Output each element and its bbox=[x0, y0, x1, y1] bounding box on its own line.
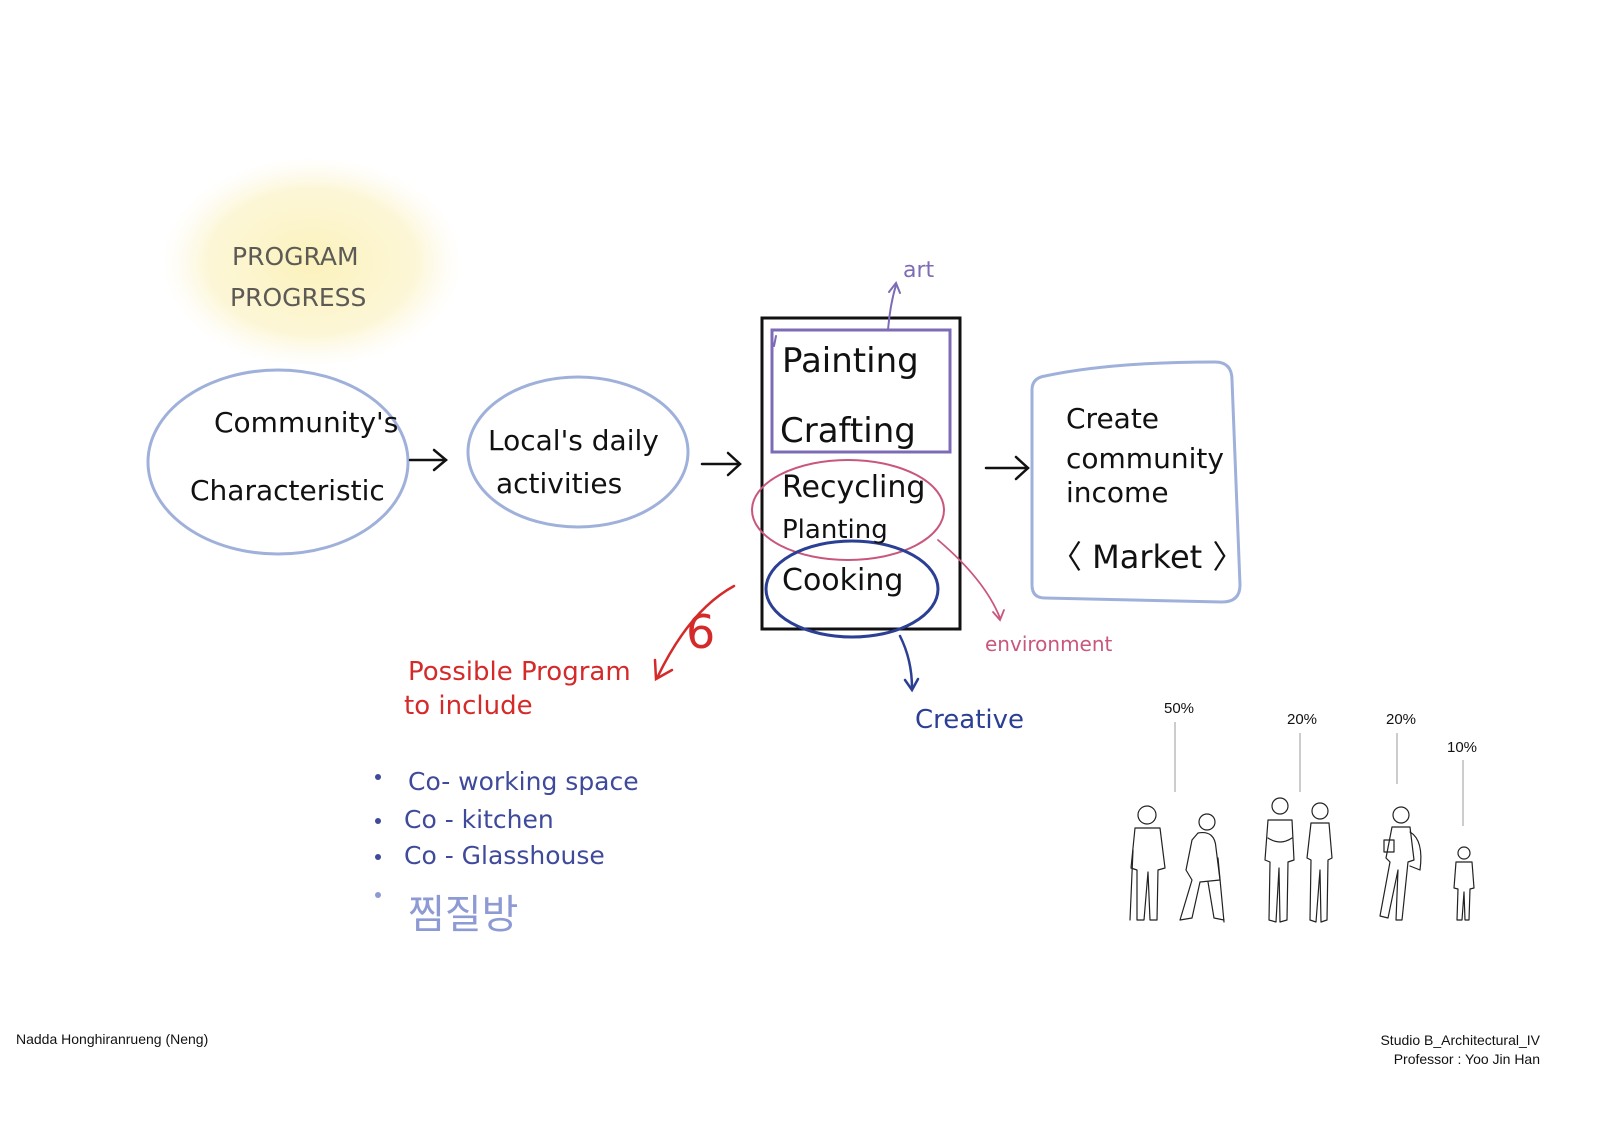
step2-line2: activities bbox=[496, 467, 622, 500]
bullet bbox=[375, 854, 381, 860]
step4-line1: Create bbox=[1066, 402, 1159, 435]
environment-label: environment bbox=[985, 632, 1113, 656]
step2-line1: Local's daily bbox=[488, 424, 659, 457]
percent-20-a: 20% bbox=[1287, 711, 1317, 728]
percent-20-b: 20% bbox=[1386, 711, 1416, 728]
local-daily-activities-ellipse bbox=[466, 375, 690, 529]
step1-line1: Community's bbox=[214, 406, 398, 439]
footer-professor: Professor : Yoo Jin Han bbox=[1393, 1051, 1540, 1067]
title-highlight bbox=[162, 157, 462, 367]
adult-woman-figure bbox=[1306, 802, 1333, 923]
demographics: 50% 20% 20% 10% bbox=[1164, 700, 1477, 756]
step4-line3: income bbox=[1066, 476, 1169, 509]
activity-painting: Painting bbox=[782, 341, 919, 381]
creative-arrow bbox=[898, 634, 920, 693]
possible-heading-line2: to include bbox=[404, 691, 533, 721]
activities-box bbox=[760, 316, 962, 631]
possible-program-list: Co- working space Co - kitchen Co - Glas… bbox=[375, 767, 639, 938]
list-item-jjimjilbang: 찜질방 bbox=[408, 892, 518, 938]
creative-group-ellipse bbox=[764, 539, 940, 639]
arrow-1 bbox=[408, 448, 448, 472]
child-figure bbox=[1453, 846, 1475, 921]
market-label: 〈 Market 〉 bbox=[1050, 538, 1244, 576]
title-line2: PROGRESS bbox=[230, 283, 366, 312]
arrow-2 bbox=[700, 451, 742, 477]
list-item-coglasshouse: Co - Glasshouse bbox=[404, 841, 605, 870]
list-item-cokitchen: Co - kitchen bbox=[404, 805, 554, 834]
teen-figure bbox=[1379, 806, 1422, 921]
art-arrow bbox=[773, 281, 901, 347]
community-characteristic-ellipse bbox=[146, 368, 410, 556]
bullet bbox=[375, 818, 381, 824]
list-item-coworking: Co- working space bbox=[408, 767, 639, 796]
leader-lines bbox=[1174, 722, 1464, 826]
community-income-box bbox=[1030, 360, 1242, 604]
art-group-box bbox=[770, 328, 952, 454]
title-line1: PROGRAM bbox=[232, 242, 359, 271]
footer-author: Nadda Honghiranrueng (Neng) bbox=[16, 1031, 209, 1047]
environment-arrow bbox=[937, 539, 1005, 622]
environment-group-ellipse bbox=[751, 459, 945, 561]
bullet bbox=[375, 774, 381, 780]
footer-course-info: Studio B_Architectural_IV Professor : Yo… bbox=[1380, 1031, 1540, 1069]
step4-line2: community bbox=[1066, 442, 1224, 475]
percent-10: 10% bbox=[1447, 739, 1477, 756]
creative-label: Creative bbox=[915, 705, 1024, 735]
step1-line2: Characteristic bbox=[190, 474, 385, 507]
arrow-3 bbox=[984, 455, 1030, 481]
art-label: art bbox=[903, 258, 935, 283]
elderly-man-figure bbox=[1129, 805, 1166, 921]
bullet bbox=[375, 892, 381, 898]
adult-man-figure bbox=[1264, 797, 1295, 923]
red-number-6: 6 bbox=[686, 605, 715, 659]
percent-50: 50% bbox=[1164, 700, 1194, 717]
activity-cooking: Cooking bbox=[782, 563, 903, 598]
activity-planting: Planting bbox=[782, 515, 888, 545]
activity-recycling: Recycling bbox=[782, 470, 925, 505]
activity-crafting: Crafting bbox=[780, 411, 916, 451]
possible-heading-line1: Possible Program bbox=[408, 657, 631, 687]
footer-studio: Studio B_Architectural_IV bbox=[1380, 1032, 1540, 1048]
red-arrow bbox=[653, 584, 736, 682]
elderly-woman-figure bbox=[1179, 813, 1225, 923]
